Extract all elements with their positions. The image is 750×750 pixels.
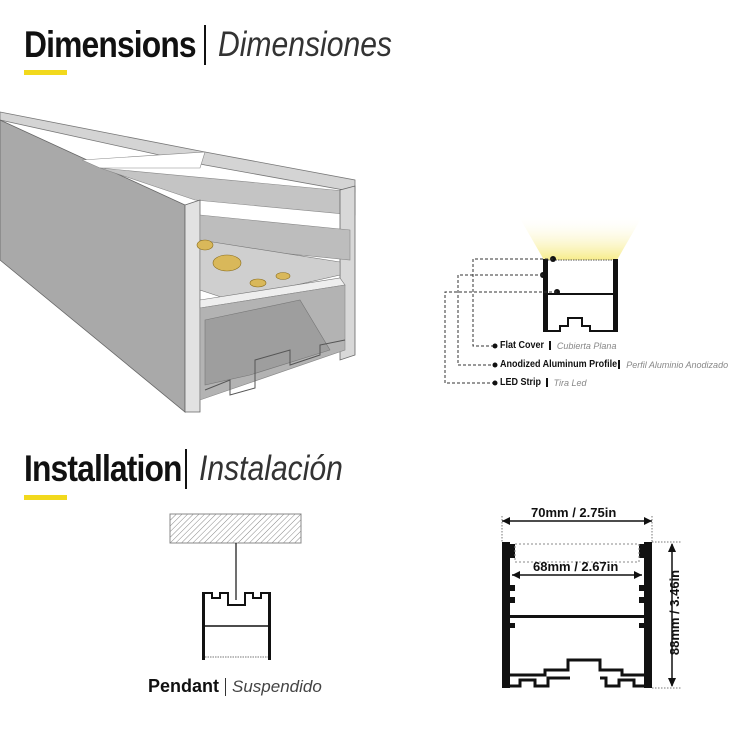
dimensions-heading: Dimensions Dimensiones [24,24,420,66]
dimensions-title-es: Dimensiones [217,25,392,64]
pendant-caption: Pendant Suspendido [148,676,322,696]
callout-aluminum-profile: Anodized Aluminum Profile Perfil Alumini… [500,359,729,370]
installation-accent-underline [24,495,67,500]
installation-title-es: Instalación [199,449,344,488]
callout-led-strip: LED Strip Tira Led [500,377,587,388]
cross-section-callout-diagram [444,215,643,386]
height-label: 88mm / 3.46in [667,569,683,656]
dimensions-title-en: Dimensions [24,24,197,65]
dimension-drawing [501,516,682,689]
profile-3d-render [0,111,356,413]
callout-flat-cover: Flat Cover Cubierta Plana [500,340,617,351]
dimensions-accent-underline [24,70,67,75]
installation-heading: Installation Instalación [24,448,367,490]
heading-divider [203,25,206,65]
outer-width-label: 70mm / 2.75in [531,505,617,520]
inner-width-label: 68mm / 2.67in [533,559,619,574]
light-beam [518,215,643,260]
pendant-installation-diagram [169,513,302,660]
heading-divider [185,449,188,489]
ceiling [169,513,302,544]
installation-title-en: Installation [24,448,183,489]
